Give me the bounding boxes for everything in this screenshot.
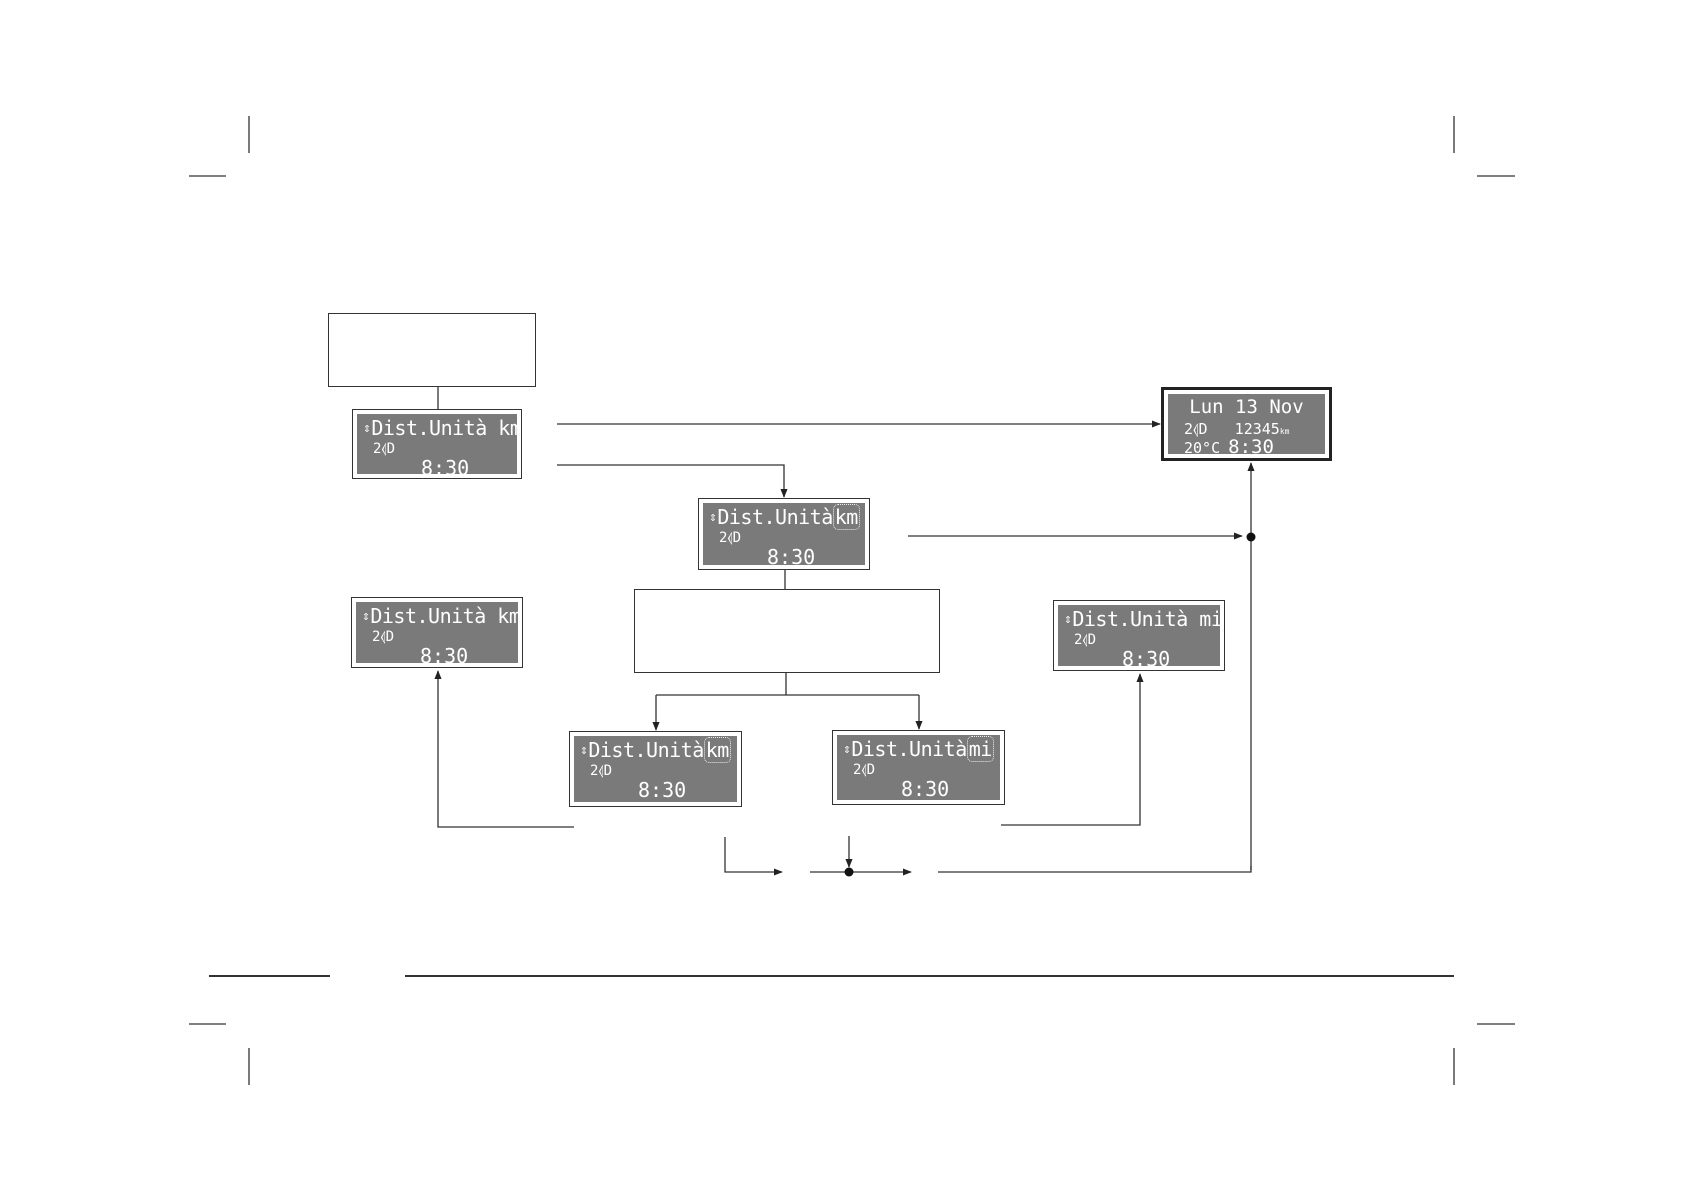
connector-bottom-to-junction	[938, 866, 1252, 873]
unit-km-highlighted: km	[703, 737, 731, 763]
odometer-unit: km	[1279, 427, 1290, 436]
arrow-option-km-to-left	[434, 670, 574, 828]
lcd-temp-clock-line: 20°C 8:30	[1184, 436, 1274, 458]
display-left-km: ⇕Dist.Unità km 2⦉D 8:30	[351, 597, 523, 668]
lcd-lights-line: 2⦉D	[372, 629, 395, 645]
junction-dot	[1246, 532, 1256, 542]
arrow-bottom-1	[724, 837, 783, 876]
lcd-lights-line: 2⦉D	[853, 762, 876, 778]
lcd-lights-line: 2⦉D	[590, 763, 613, 779]
up-down-arrows-icon: ⇕	[580, 743, 588, 758]
lcd-screen: ⇕Dist.Unità mi 2⦉D 8:30	[1058, 605, 1223, 671]
display-home: Lun 13 Nov 2⦉D 12345km 20°C 8:30	[1161, 387, 1332, 461]
lcd-clock: 8:30	[638, 778, 687, 802]
display-right-mi: ⇕Dist.Unità mi 2⦉D 8:30	[1053, 600, 1225, 671]
unit-mi-highlighted: mi	[966, 736, 994, 762]
side-lights-icon: ⦉D	[1193, 420, 1208, 438]
lcd-screen: ⇕Dist.Unità km 2⦉D 8:30	[357, 414, 522, 480]
up-down-arrows-icon: ⇕	[362, 609, 370, 624]
side-lights-icon: ⦉D	[380, 629, 395, 645]
lcd-menu-line: ⇕Dist.Unità km	[362, 604, 521, 628]
lcd-clock: 8:30	[421, 456, 470, 480]
lcd-odometer-line: 2⦉D 12345km	[1184, 420, 1290, 438]
side-lights-icon: ⦉D	[598, 763, 613, 779]
lcd-clock: 8:30	[1122, 647, 1171, 671]
arrow-option-mi-to-right	[1001, 673, 1144, 826]
lcd-screen: Lun 13 Nov 2⦉D 12345km 20°C 8:30	[1168, 394, 1325, 458]
up-down-arrows-icon: ⇕	[843, 742, 851, 757]
lcd-lights-line: 2⦉D	[719, 530, 742, 546]
lcd-menu-line: ⇕Dist.Unità km	[363, 416, 522, 440]
lcd-clock: 8:30	[1228, 436, 1274, 458]
side-lights-icon: ⦉D	[381, 441, 396, 457]
lcd-screen: ⇕Dist.Unità km 2⦉D 8:30	[356, 602, 521, 668]
lcd-menu-line: ⇕Dist.Unità mi	[1064, 607, 1223, 631]
up-down-arrows-icon: ⇕	[363, 421, 371, 436]
arrow-main-to-select	[557, 464, 788, 498]
outside-temperature: 20°C	[1184, 439, 1221, 457]
instruction-box-middle	[634, 589, 940, 673]
side-lights-icon: ⦉D	[727, 530, 742, 546]
display-main-km: ⇕Dist.Unità km 2⦉D 8:30	[352, 409, 522, 480]
lcd-clock: 8:30	[420, 644, 469, 668]
lcd-clock: 8:30	[901, 777, 950, 801]
instruction-box-top	[328, 313, 536, 387]
lcd-lights-line: 2⦉D	[373, 441, 396, 457]
side-lights-icon: ⦉D	[1082, 632, 1097, 648]
up-down-arrows-icon: ⇕	[1064, 612, 1072, 627]
unit-km-highlighted: km	[832, 504, 860, 530]
odometer-value: 12345	[1234, 420, 1280, 438]
up-down-arrows-icon: ⇕	[709, 510, 717, 525]
side-lights-icon: ⦉D	[861, 762, 876, 778]
lcd-lights-line: 2⦉D	[1074, 632, 1097, 648]
lcd-clock: 8:30	[767, 545, 816, 569]
junction-dot	[844, 867, 854, 877]
lcd-date: Lun 13 Nov	[1189, 396, 1304, 418]
